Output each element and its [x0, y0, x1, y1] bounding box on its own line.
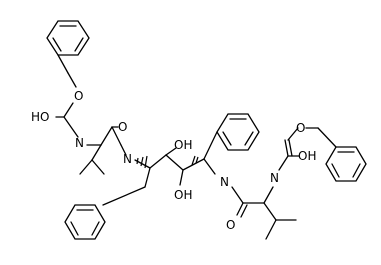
- atom-o-ester-left: O: [74, 89, 83, 103]
- benzene-ring-top-left: [46, 20, 90, 56]
- atom-oh-lower: OH: [174, 188, 192, 202]
- atom-labels: O HO N O N OH OH N N O OH O: [31, 89, 316, 232]
- central-backbone-bonds: [102, 131, 218, 206]
- right-valine-carbamate-bonds: [231, 127, 337, 240]
- benzene-ring-middle: [216, 113, 260, 151]
- atom-n-amide-right: N: [220, 175, 229, 189]
- atom-oh-upper: OH: [174, 138, 192, 152]
- atom-n-carbamate-left: N: [75, 136, 84, 150]
- atom-n-carbamate-right: N: [270, 171, 279, 185]
- atom-o-amide-left: O: [118, 120, 127, 134]
- atom-n-amide-left: N: [123, 152, 132, 166]
- atom-o-amide-right: O: [226, 218, 235, 232]
- atom-o-ester-right: O: [296, 121, 305, 135]
- atom-ho-carbamate-left: HO: [31, 110, 49, 124]
- atom-oh-carbamate-right: OH: [298, 149, 316, 163]
- stereo-dash-wedges: [136, 155, 199, 169]
- benzene-ring-bottom-left: [64, 204, 106, 240]
- benzene-ring-right: [325, 146, 367, 182]
- left-carbamate-valine-bonds: [55, 54, 127, 175]
